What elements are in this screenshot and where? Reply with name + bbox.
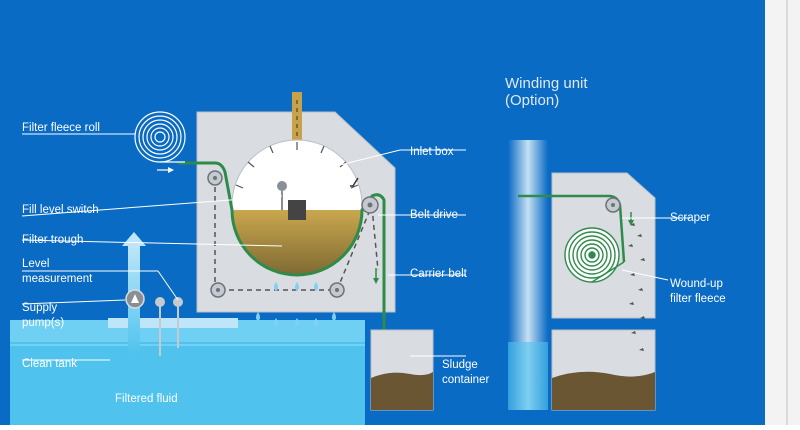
water-drop-icon bbox=[274, 282, 278, 291]
label-supply-pumps-line2: pump(s) bbox=[22, 317, 65, 329]
label-filtered-fluid: Filtered fluid bbox=[115, 393, 178, 405]
label-sludge-container-line2: container bbox=[442, 374, 490, 386]
pulley-icon bbox=[210, 282, 226, 298]
winding-unit-column bbox=[508, 140, 548, 410]
water-drop-icon bbox=[314, 282, 318, 291]
water-drop-icon bbox=[295, 318, 299, 327]
label-carrier-belt: Carrier belt bbox=[410, 268, 467, 280]
label-fill-level-switch: Fill level switch bbox=[22, 204, 99, 216]
filter-fleece-belt bbox=[178, 161, 386, 335]
inlet-box-drum bbox=[231, 139, 363, 275]
water-drop-icon bbox=[256, 312, 260, 321]
flow-arrow-icon bbox=[628, 212, 634, 226]
pulley-icon bbox=[207, 170, 223, 186]
scrollbar-track[interactable] bbox=[786, 0, 788, 425]
label-wound-up-line2: filter fleece bbox=[670, 293, 726, 305]
label-winding-unit-line1: Winding unit bbox=[505, 75, 588, 92]
filter-fleece-roll-icon bbox=[134, 111, 186, 163]
flow-arrow-icon bbox=[157, 167, 174, 173]
water-drop-icon bbox=[295, 282, 299, 291]
label-supply-pumps-line1: Supply bbox=[22, 302, 58, 314]
water-drop-icon bbox=[332, 312, 336, 321]
label-inlet-box: Inlet box bbox=[410, 146, 454, 158]
pulleys bbox=[207, 170, 379, 298]
label-scraper: Scraper bbox=[670, 212, 711, 224]
label-wound-up-line1: Wound-up bbox=[670, 278, 723, 290]
flow-arrow-icon bbox=[373, 268, 379, 284]
water-drops bbox=[256, 282, 336, 327]
page-margin bbox=[765, 0, 800, 425]
winding-sludge-container bbox=[551, 329, 656, 411]
water-drop-icon bbox=[274, 318, 278, 327]
label-filter-trough: Filter trough bbox=[22, 234, 84, 246]
belt-drive-pulley-icon bbox=[361, 196, 379, 214]
water-drop-icon bbox=[314, 318, 318, 327]
pulley-icon bbox=[329, 282, 345, 298]
label-belt-drive: Belt drive bbox=[410, 209, 458, 221]
label-clean-tank: Clean tank bbox=[22, 358, 77, 370]
label-winding-unit-line2: (Option) bbox=[505, 92, 560, 109]
label-level-measurement-line2: measurement bbox=[22, 273, 93, 285]
level-sensor-icon bbox=[173, 297, 183, 348]
leader-lines bbox=[21, 133, 690, 361]
clean-tank bbox=[10, 318, 365, 425]
sludge-container bbox=[370, 329, 434, 411]
level-sensor-icon bbox=[155, 297, 165, 356]
label-sludge-container-line1: Sludge bbox=[442, 359, 478, 371]
label-filter-fleece-roll: Filter fleece roll bbox=[22, 122, 100, 134]
label-level-measurement-line1: Level bbox=[22, 258, 50, 270]
wound-fleece-roll-icon bbox=[564, 227, 625, 283]
scraper-pulley-icon bbox=[605, 197, 621, 213]
pump-icon bbox=[125, 289, 145, 309]
